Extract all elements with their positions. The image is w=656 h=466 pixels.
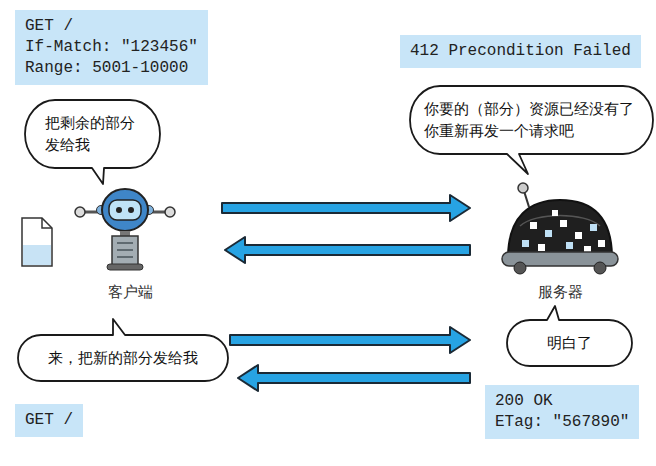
server-robot-part [545,230,552,237]
status-box: 412 Precondition Failed [400,35,641,68]
document-icon [22,218,52,266]
server-robot-part [518,183,528,193]
client-robot-part [116,207,122,213]
bubble-outline [410,86,653,174]
request-header-box: GET /If-Match: "123456"Range: 5001-10000 [15,10,208,85]
message-arrow [238,365,470,391]
client-robot-part [117,242,133,244]
figure-label: 服务器 [525,282,595,302]
client-robot-part [107,264,143,270]
client-robot-part [165,207,175,217]
speech-text: 明白了 [547,332,592,354]
client-robot-part [128,207,134,213]
server-robot-part [566,242,573,249]
message-arrow [222,195,470,221]
server-robot-part [538,244,545,251]
speech-text: 你要的（部分）资源已经没有了 你重新再发一个请求吧 [424,98,639,142]
client-robot-part [75,207,85,217]
client-robot-part [102,189,148,231]
server-robot-part [560,220,567,227]
client-robot-part [112,236,138,265]
server-robot-part [530,222,537,229]
bubble-outline [25,100,160,184]
header-line: 412 Precondition Failed [410,41,631,62]
header-line: GET / [25,410,73,431]
message-arrow [230,327,470,353]
server-robot-part [514,262,526,274]
client-robot-part [117,256,133,258]
server-robot [502,183,618,274]
document-icon-part [22,218,52,266]
speech-bubble: 明白了 [507,320,632,366]
client-robot [75,189,175,270]
speech-bubble: 你要的（部分）资源已经没有了 你重新再发一个请求吧 [410,86,653,154]
bubble-outline [18,319,228,381]
server-robot-part [598,240,605,247]
server-robot-part [575,232,582,239]
header-line: 200 OK [495,391,629,412]
response-header-box: 200 OKETag: "567890" [485,385,639,439]
server-robot-part [522,240,529,247]
client-robot-part [109,200,141,220]
bubble-outline [507,306,632,366]
server-robot-part [552,210,558,216]
server-robot-part [590,224,597,231]
speech-bubble: 来，把新的部分发给我 [18,335,228,381]
header-line: ETag: "567890" [495,412,629,433]
message-arrow [225,237,470,263]
speech-text: 来，把新的部分发给我 [48,347,198,369]
header-line: Range: 5001-10000 [25,58,198,79]
speech-bubble: 把剩余的部分 发给我 [25,100,160,168]
bubble-shape [25,100,160,168]
bubble-shape [410,86,653,154]
server-robot-part [594,262,606,274]
figure-label: 客户端 [90,282,170,302]
document-icon-part [42,218,52,228]
header-line: GET / [25,16,198,37]
client-robot-part [117,249,133,251]
server-robot-part [508,200,612,258]
header-line: If-Match: "123456" [25,37,198,58]
document-icon-part [23,245,51,265]
request-header-box: GET / [15,404,83,437]
speech-text: 把剩余的部分 发给我 [45,112,140,156]
